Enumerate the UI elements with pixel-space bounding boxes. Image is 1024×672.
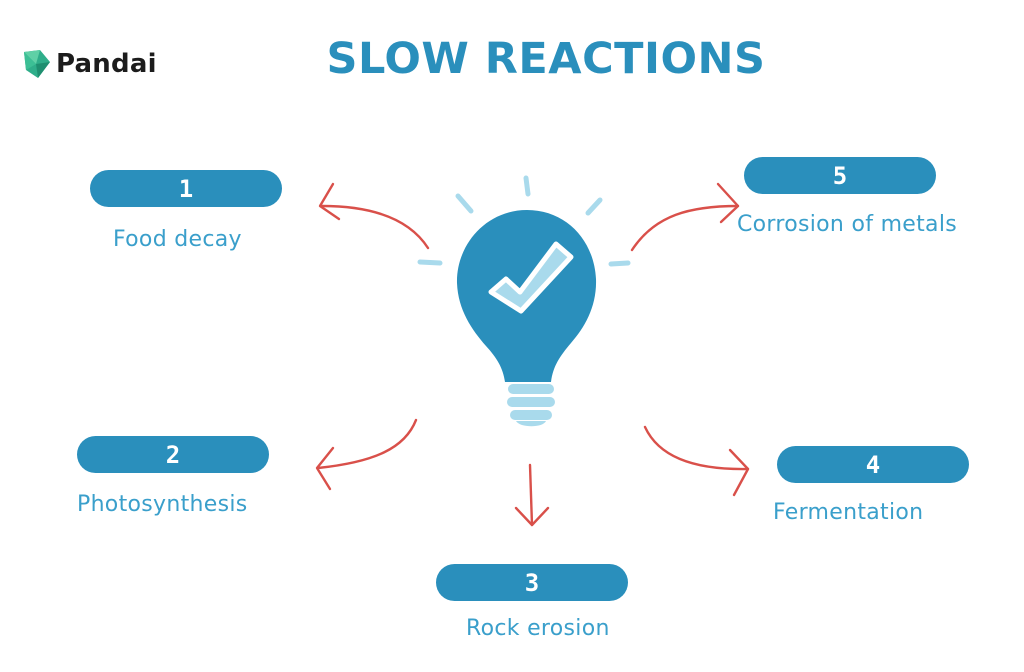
light-rays [417, 175, 631, 267]
ray-upper-right [585, 197, 603, 216]
arrow-to-food-decay [318, 182, 430, 250]
ray-upper-left [455, 193, 474, 214]
reaction-4-label: Fermentation [773, 500, 924, 525]
page-title: SLOW REACTIONS [326, 34, 766, 84]
reaction-3-label: Rock erosion [466, 616, 610, 641]
reaction-1-number: 1 [90, 170, 282, 207]
arrow-to-corrosion [630, 182, 740, 252]
reaction-1-label: Food decay [113, 227, 242, 252]
ray-left [417, 259, 443, 266]
reaction-5-label: Corrosion of metals [737, 212, 958, 237]
reaction-5-number: 5 [744, 157, 936, 194]
reaction-2-number: 2 [77, 436, 269, 473]
reaction-3-number: 3 [436, 564, 628, 601]
pandai-logo-icon [24, 50, 50, 78]
pandai-logo: Pandai [20, 46, 157, 82]
arrows [315, 182, 750, 527]
lightbulb-check-icon [456, 210, 597, 427]
arrow-to-fermentation [643, 425, 750, 497]
reaction-2-label: Photosynthesis [77, 492, 248, 517]
reaction-4-number: 4 [777, 446, 969, 483]
ray-right [608, 260, 631, 267]
arrow-to-rock-erosion [514, 463, 550, 527]
arrow-to-photosynthesis [315, 418, 418, 491]
ray-top [523, 175, 531, 197]
brand-name: Pandai [56, 49, 157, 79]
